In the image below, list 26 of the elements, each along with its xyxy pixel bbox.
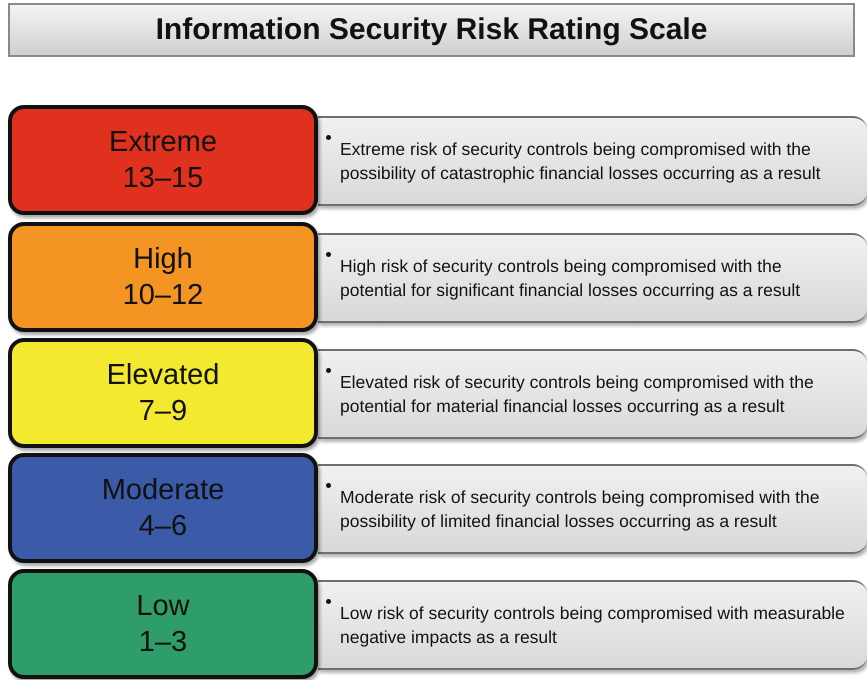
description-text: Low risk of security controls being compromised with measurable negative impacts as a result — [340, 602, 846, 649]
description-text: Extreme risk of security controls being compromised with the possibility of catastrophic financial losses occurring as a result — [340, 138, 822, 185]
description-text: Moderate risk of security controls being compromised with the possibility of limited financial losses occurring as a result — [340, 486, 821, 533]
rating-level: Moderate — [102, 473, 224, 508]
rating-box — [8, 453, 318, 563]
score-range: 1–3 — [138, 625, 188, 660]
description-panel — [318, 233, 867, 323]
rating-level: Low — [136, 589, 190, 624]
title: Information Security Risk Rating Scale — [156, 13, 708, 47]
score-range: 10–12 — [122, 278, 204, 313]
description-panel — [318, 580, 867, 670]
description-panel — [318, 116, 867, 206]
rating-box — [8, 569, 318, 679]
rating-level: High — [133, 242, 193, 277]
description-panel — [318, 464, 867, 554]
rating-box — [8, 222, 318, 332]
score-range: 4–6 — [138, 509, 188, 544]
rating-box — [8, 105, 318, 215]
rating-level: Extreme — [109, 125, 217, 160]
description-text: High risk of security controls being compromised with the potential for significant financial losses occurring as a result — [340, 255, 802, 302]
rating-level: Elevated — [106, 358, 220, 393]
description-panel — [318, 349, 867, 439]
score-range: 13–15 — [122, 161, 204, 196]
score-range: 7–9 — [138, 394, 188, 429]
description-text: Elevated risk of security controls being compromised with the potential for material financial losses occurring as a result — [340, 371, 815, 418]
rating-box — [8, 338, 318, 448]
